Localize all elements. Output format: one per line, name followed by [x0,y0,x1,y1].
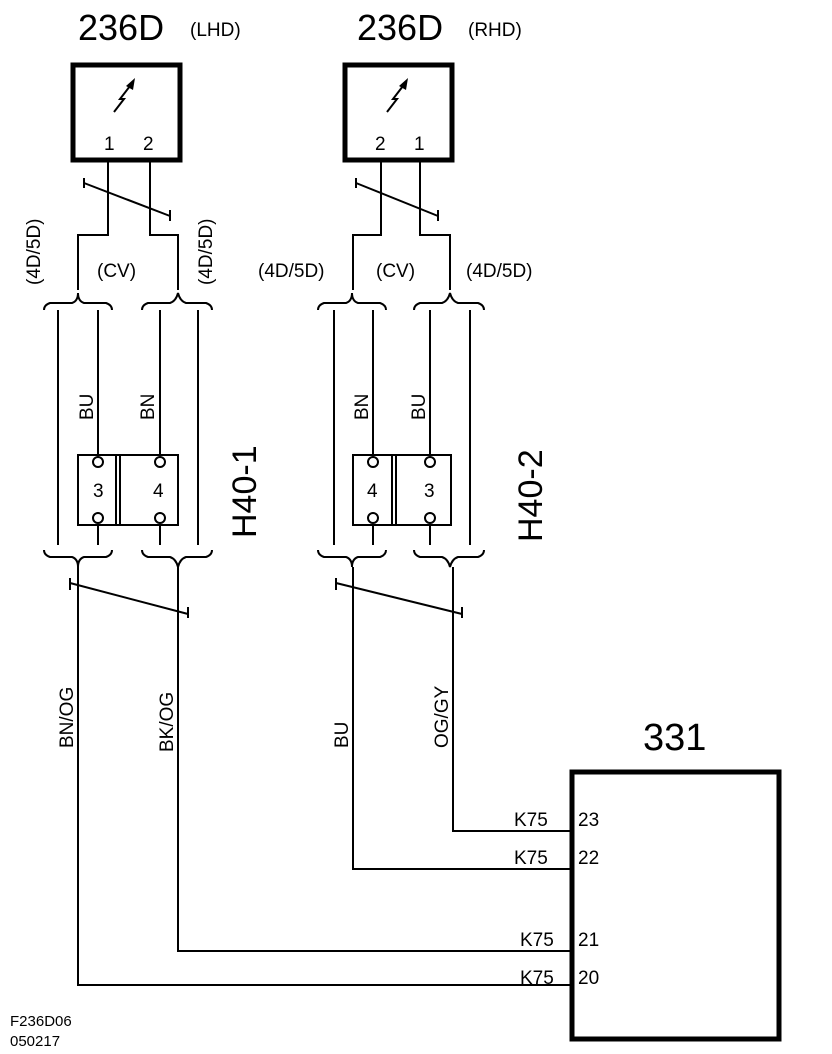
lhd-wire-bkog-label: BK/OG [157,692,178,752]
sensor-rhd-box [342,62,455,163]
date-code: 050217 [10,1033,60,1050]
rhd-wire-oggy-label: OG/GY [432,685,453,748]
pin-21: 21 [578,930,599,951]
lhd-variant-right: (4D/5D) [196,218,217,285]
connector-h40-1-label: H40-1 [226,445,264,538]
h40-1-pin-4: 4 [153,481,164,502]
sensor-rhd-pin-1: 1 [414,134,425,155]
figure-id: F236D06 [10,1013,72,1030]
sensor-lhd-pin-1: 1 [104,134,115,155]
rhd-wire-bu-label: BU [409,394,430,420]
k75-label-20: K75 [520,968,554,989]
lhd-variant-left: (4D/5D) [24,218,45,285]
sensor-rhd-symbol-icon [386,78,408,113]
lhd-wire-bu-label: BU [77,394,98,420]
sensor-lhd: 236D (LHD) 1 2 [70,7,241,163]
rhd-variant-cv: (CV) [376,261,415,282]
rhd-upper-wiring [317,160,485,545]
sensor-rhd: 236D (RHD) 2 1 [342,7,522,163]
h40-2-pin-4: 4 [367,481,378,502]
sensor-lhd-pin-2: 2 [143,134,154,155]
pin-20: 20 [578,968,599,989]
connector-h40-2-label: H40-2 [512,449,550,542]
sensor-lhd-code: 236D [78,7,164,48]
sensor-rhd-pin-2: 2 [375,134,386,155]
sensor-lhd-symbol-icon [113,78,135,113]
lhd-wire-bnog-label: BN/OG [57,687,78,748]
rhd-variant-left: (4D/5D) [258,261,325,282]
rhd-wire-bn-label: BN [352,394,373,420]
control-module-code: 331 [643,717,706,759]
sensor-lhd-variant: (LHD) [190,20,241,41]
rhd-lower-wiring [317,549,570,870]
pin-23: 23 [578,810,599,831]
k75-label-23: K75 [514,810,548,831]
sensor-lhd-box [70,62,183,163]
h40-2-pin-3: 3 [424,481,435,502]
h40-1-pin-3: 3 [93,481,104,502]
rhd-variant-right: (4D/5D) [466,261,533,282]
rhd-wire-bu-lower-label: BU [332,722,353,748]
sensor-rhd-variant: (RHD) [468,20,522,41]
lhd-lower-wiring [43,549,570,986]
control-module-box [569,769,782,1042]
connector-h40-2: 4 3 [352,454,452,526]
sensor-rhd-code: 236D [357,7,443,48]
pin-22: 22 [578,848,599,869]
k75-label-22: K75 [514,848,548,869]
control-module-331: 331 K75 23 K75 22 K75 21 K75 20 [514,717,782,1042]
lhd-variant-cv: (CV) [97,261,136,282]
lhd-wire-bn-label: BN [138,394,159,420]
k75-label-21: K75 [520,930,554,951]
connector-h40-1: 3 4 [77,454,179,526]
